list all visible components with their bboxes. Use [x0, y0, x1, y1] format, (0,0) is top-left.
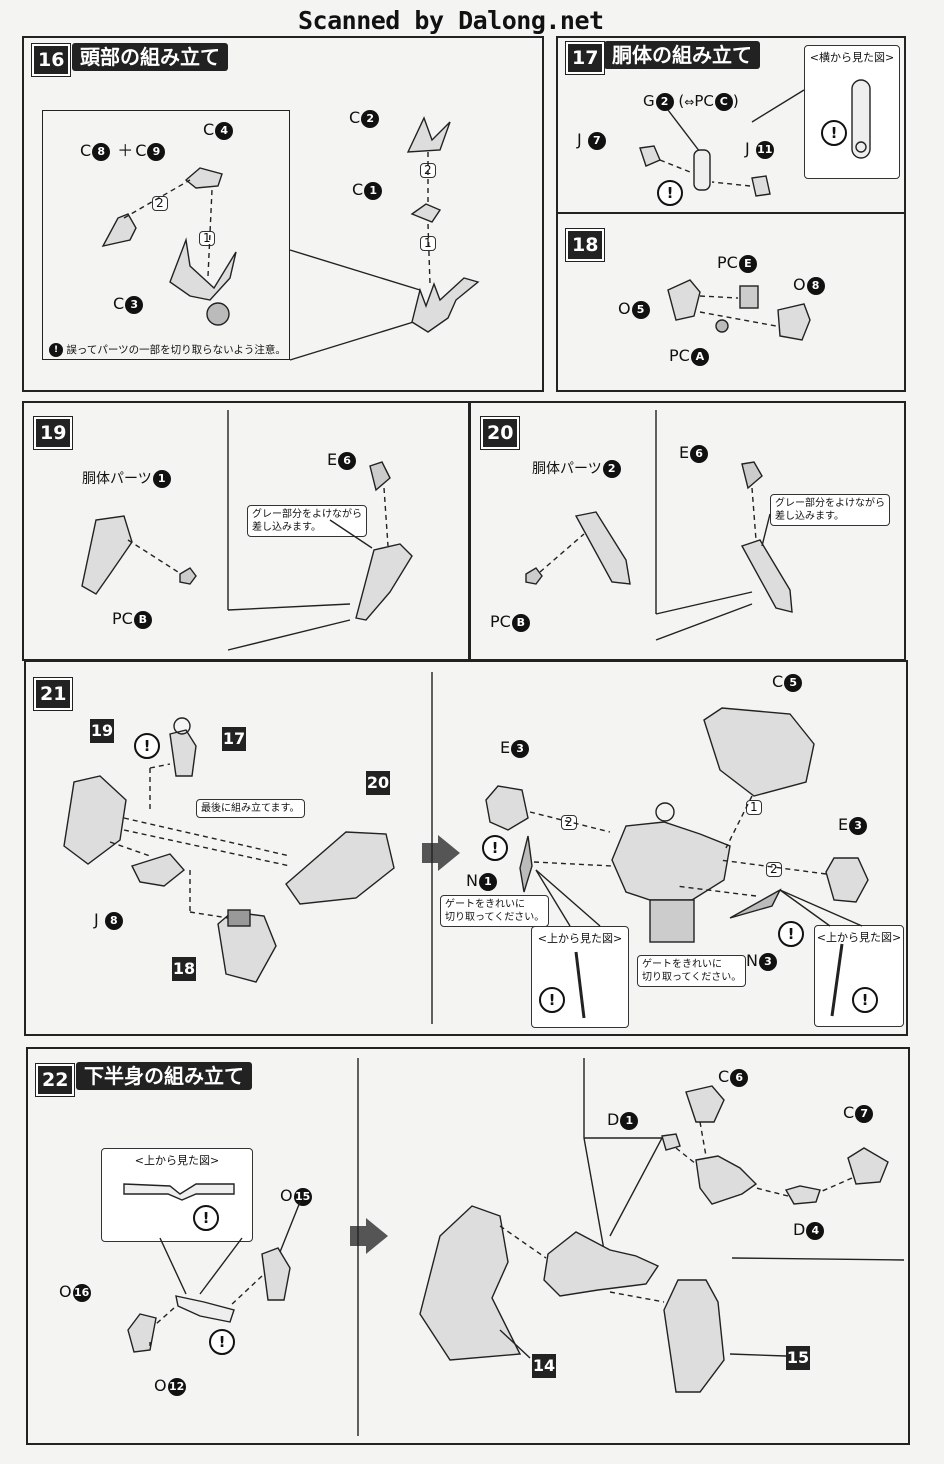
step-18-number: 18	[564, 228, 606, 262]
warning-icon: !	[134, 733, 160, 759]
flow-arrow-head	[366, 1218, 388, 1254]
warning-icon: !	[539, 987, 565, 1013]
step-20-note: グレー部分をよけながら 差し込みます。	[770, 494, 890, 526]
ref-step-19: 19	[90, 719, 114, 743]
flow-arrow	[422, 843, 438, 863]
step-17-number: 17	[564, 41, 606, 75]
step-21-number: 21	[32, 677, 74, 711]
scan-credit: Scanned by Dalong.net	[298, 6, 604, 35]
gate-note-right: ゲートをきれいに 切り取ってください。	[637, 955, 747, 987]
warning-icon: !	[852, 987, 878, 1013]
step-22-title: 下半身の組み立て	[76, 1062, 252, 1090]
step-21-panel	[24, 660, 908, 1036]
caution-text: ! 誤ってパーツの一部を切り取らないよう注意。	[48, 340, 286, 360]
gate-note-left: ゲートをきれいに 切り取ってください。	[440, 895, 550, 927]
ref-step-17: 17	[222, 727, 246, 751]
warning-icon: !	[778, 921, 804, 947]
caution-icon: !	[49, 343, 63, 357]
label-j8: J 8	[94, 910, 123, 930]
last-assembly-note: 最後に組み立てます。	[196, 799, 305, 818]
side-view-label: <横から見た図>	[809, 51, 895, 64]
step-22-number: 22	[34, 1063, 76, 1097]
order-marker: 2	[766, 862, 782, 877]
warning-icon: !	[821, 120, 847, 146]
step-16-title: 頭部の組み立て	[72, 43, 228, 71]
direction-icon: ⇔	[684, 95, 695, 109]
flow-arrow-head	[438, 835, 460, 871]
step-17-title: 胴体の組み立て	[604, 41, 760, 69]
warning-icon: !	[482, 835, 508, 861]
step-18-panel	[556, 212, 906, 392]
ref-step-18: 18	[172, 957, 196, 981]
top-view-box: <上から見た図>	[101, 1148, 253, 1242]
label-j7: J 7	[577, 130, 606, 150]
step-19-number: 19	[32, 416, 74, 450]
warning-icon: !	[657, 180, 683, 206]
ref-part-14: 14	[532, 1354, 556, 1378]
step-16-panel	[22, 36, 544, 392]
ref-part-15: 15	[786, 1346, 810, 1370]
order-marker: 1	[199, 231, 215, 246]
label-j11: J 11	[745, 139, 774, 159]
ref-step-20: 20	[366, 771, 390, 795]
warning-icon: !	[209, 1329, 235, 1355]
step-22-panel	[26, 1047, 910, 1445]
step-16-number: 16	[30, 43, 72, 77]
warning-icon: !	[193, 1205, 219, 1231]
step-20-number: 20	[479, 416, 521, 450]
step-16-inset	[42, 110, 290, 360]
